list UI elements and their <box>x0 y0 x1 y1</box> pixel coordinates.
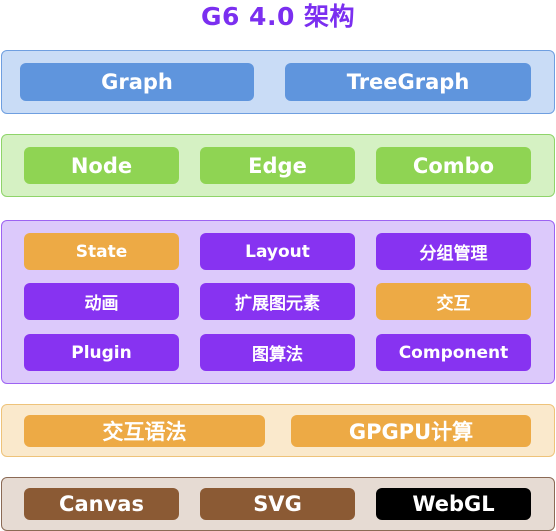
graph-algorithm-box: 图算法 <box>200 334 355 371</box>
state-box: State <box>24 233 179 270</box>
plugin-box: Plugin <box>24 334 179 371</box>
interaction-syntax-box: 交互语法 <box>24 415 265 447</box>
graph-box: Graph <box>20 63 254 101</box>
interaction-box: 交互 <box>376 283 531 320</box>
group-management-box: 分组管理 <box>376 233 531 270</box>
layout-box: Layout <box>200 233 355 270</box>
webgl-box: WebGL <box>376 488 531 520</box>
diagram-title: G6 4.0 架构 <box>200 2 356 31</box>
node-box: Node <box>24 147 179 184</box>
edge-box: Edge <box>200 147 355 184</box>
svg-box: SVG <box>200 488 355 520</box>
extend-element-box: 扩展图元素 <box>200 283 355 320</box>
component-box: Component <box>376 334 531 371</box>
animation-box: 动画 <box>24 283 179 320</box>
combo-box: Combo <box>376 147 531 184</box>
canvas-box: Canvas <box>24 488 179 520</box>
gpgpu-box: GPGPU计算 <box>291 415 531 447</box>
treegraph-box: TreeGraph <box>285 63 531 101</box>
